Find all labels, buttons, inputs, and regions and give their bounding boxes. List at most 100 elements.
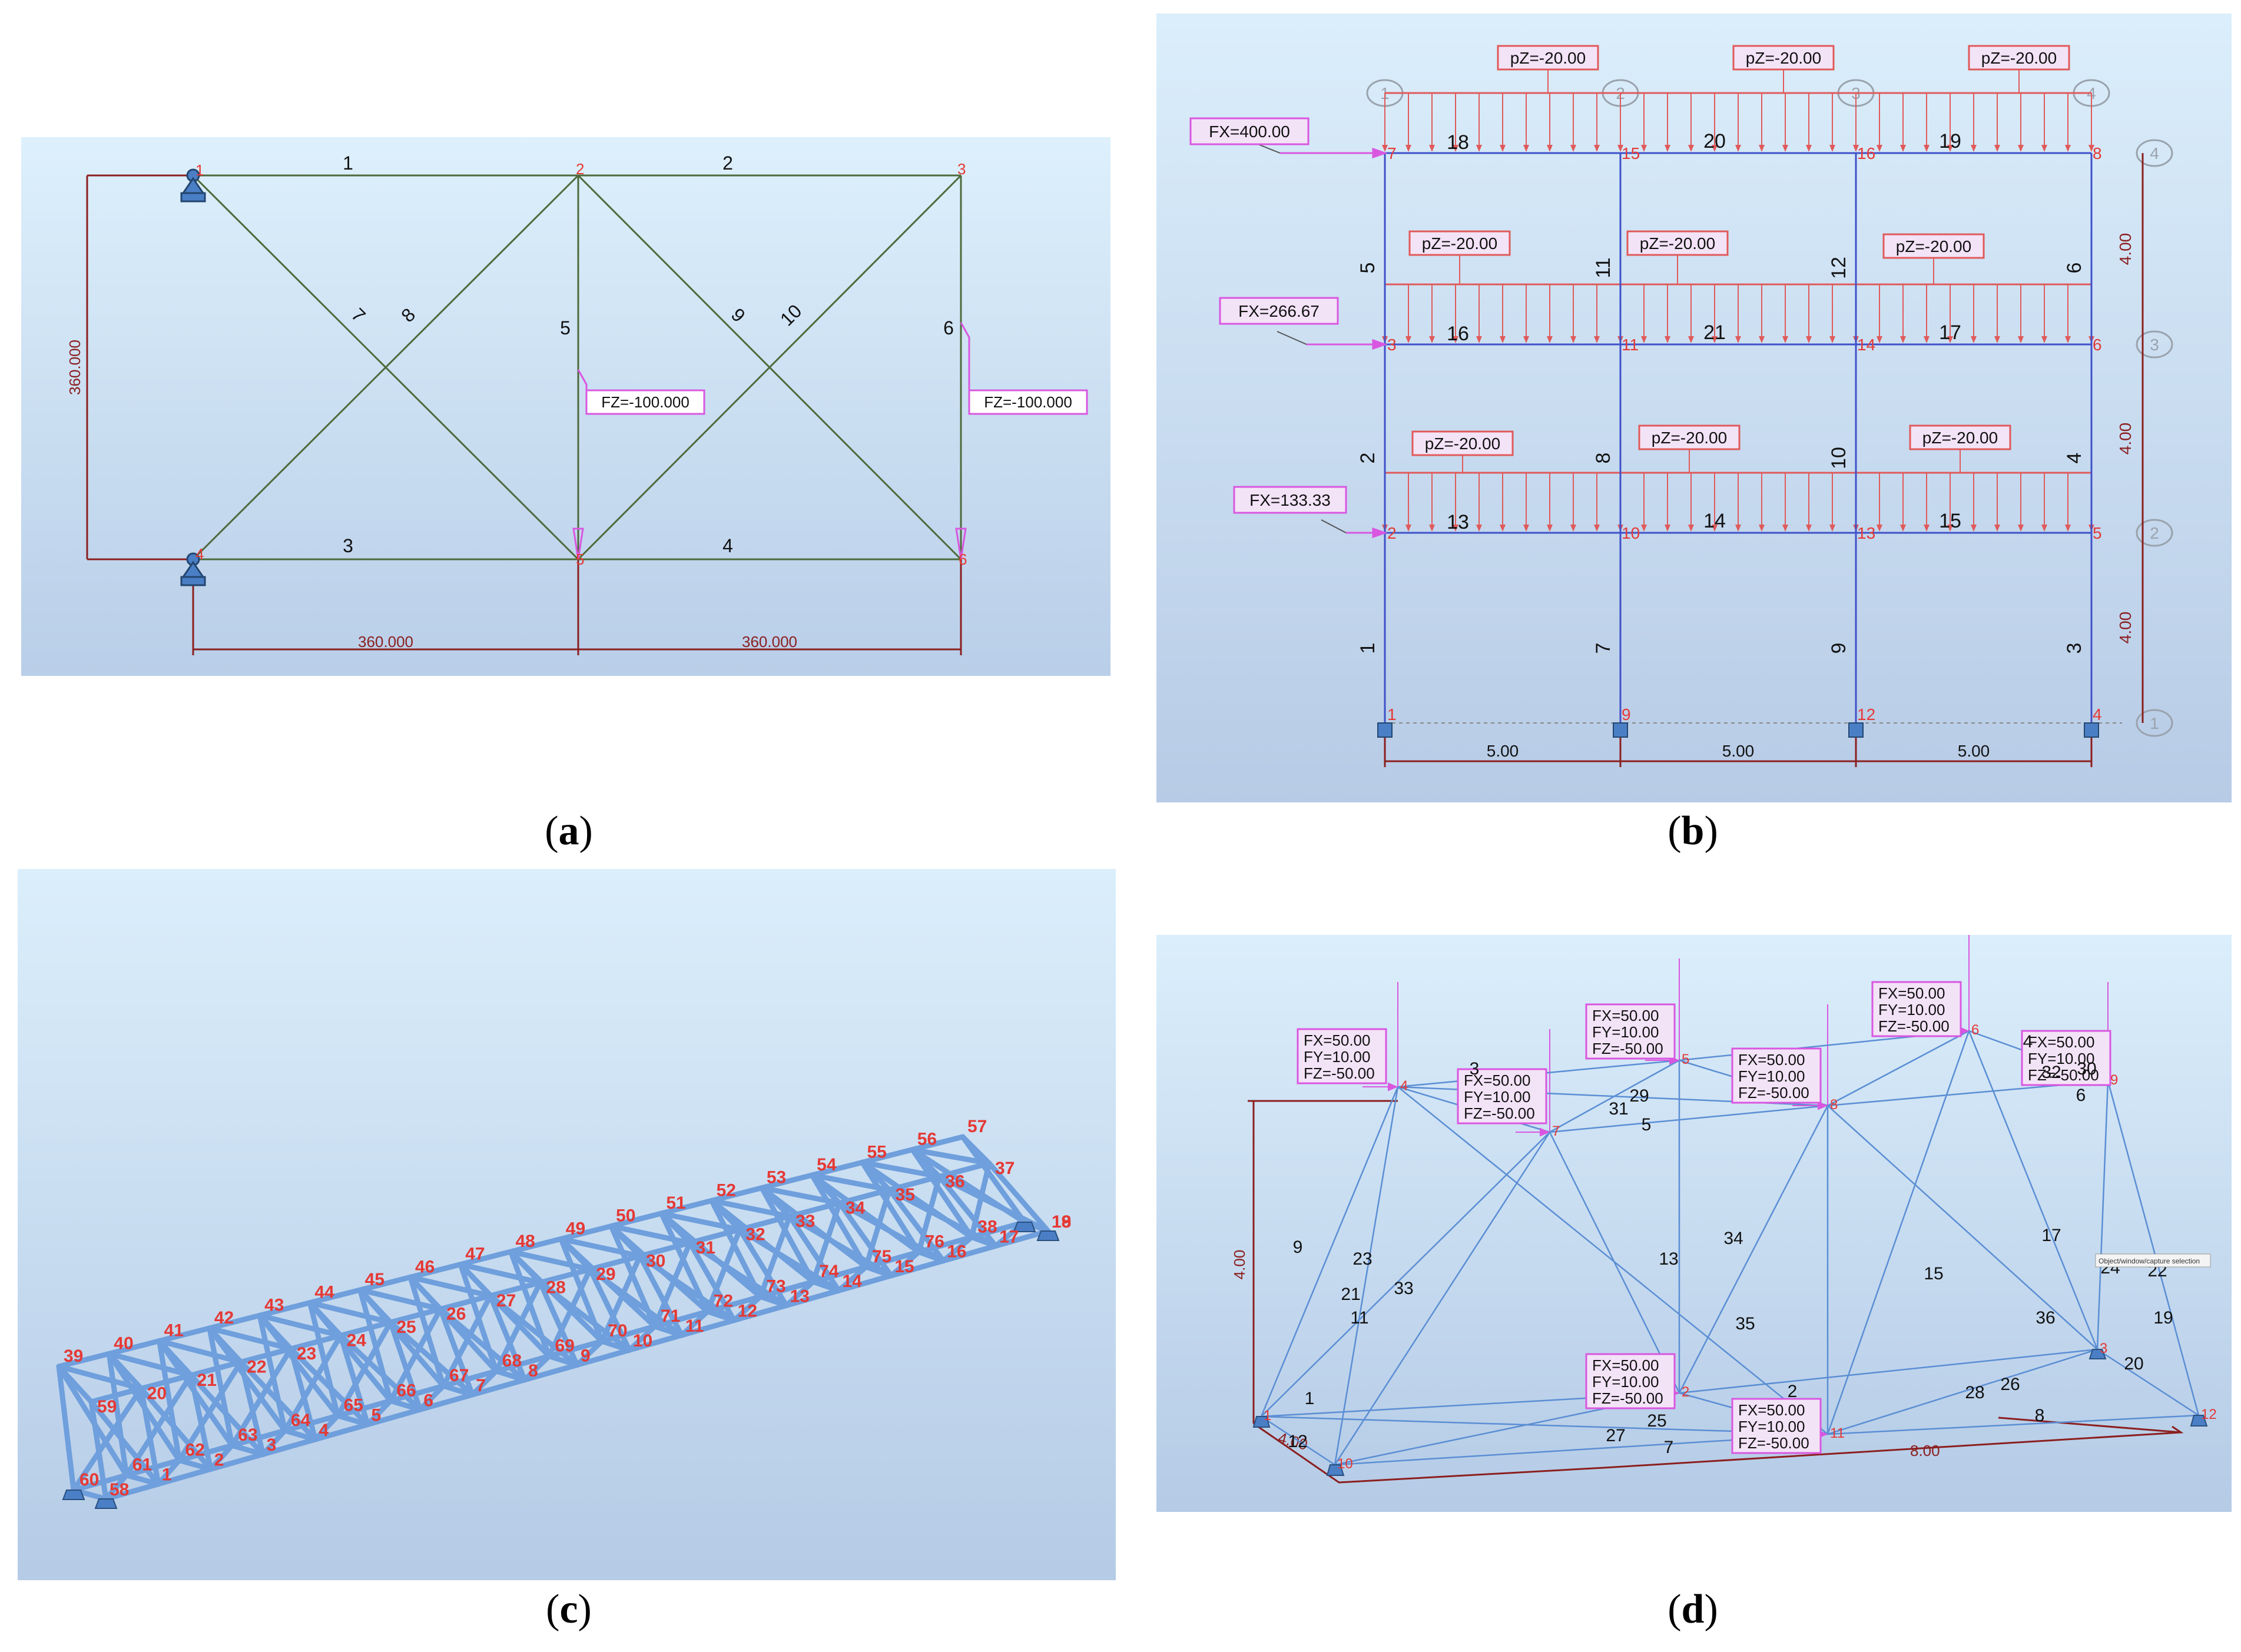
dim-label: 4.00	[2116, 233, 2134, 266]
truss-member	[469, 1377, 528, 1398]
member-label: 19	[1939, 130, 1961, 152]
load-arrowhead	[1405, 525, 1411, 532]
svg-text:FX=50.00: FX=50.00	[1738, 1051, 1805, 1069]
svg-text:FZ=-50.00: FZ=-50.00	[1738, 1084, 1809, 1102]
node-label: 26	[446, 1305, 466, 1324]
dist-load-box: pZ=-20.00	[1408, 230, 1511, 256]
truss-member	[810, 1264, 869, 1285]
member-label: 15	[1939, 510, 1961, 532]
truss-member	[307, 1300, 341, 1419]
member-label: 31	[1609, 1099, 1628, 1119]
truss-member	[910, 1147, 992, 1166]
load-arrowhead	[1476, 336, 1482, 343]
node-label: 20	[147, 1384, 167, 1404]
dist-load-box: pZ=-20.00	[1638, 424, 1741, 450]
support-icon	[2084, 722, 2099, 738]
node-label: 9	[1622, 705, 1631, 724]
frame-member	[1549, 1104, 1828, 1133]
node-label: 74	[819, 1262, 839, 1281]
truss-member	[558, 1236, 643, 1259]
truss-member	[417, 1392, 475, 1412]
truss-member	[522, 1362, 580, 1383]
load-arrowhead	[1641, 525, 1647, 532]
node-label: 45	[365, 1270, 384, 1289]
truss-member	[731, 1302, 790, 1323]
support-icon	[62, 1490, 85, 1500]
member-label: 5	[1642, 1115, 1652, 1134]
dim-span2: 360.000	[742, 633, 797, 651]
truss-member	[307, 1287, 363, 1306]
load-arrowhead	[1476, 525, 1482, 532]
load-arrowhead	[1877, 145, 1882, 152]
support-icon	[1377, 722, 1393, 738]
truss-member	[493, 1280, 543, 1374]
node-label: 32	[745, 1225, 765, 1245]
truss-member	[56, 1364, 77, 1493]
dim-height: 360.000	[66, 340, 84, 395]
truss-member	[307, 1300, 393, 1325]
truss-member	[508, 1249, 593, 1272]
dist-load-box: pZ=-20.00	[1497, 45, 1599, 71]
truss-member	[56, 1364, 130, 1478]
load-arrowhead	[1382, 145, 1388, 152]
truss-member	[658, 1210, 711, 1315]
point-load-box: FX=400.00	[1189, 117, 1310, 145]
member-label: 2	[1788, 1382, 1798, 1401]
frame-member	[2097, 1348, 2199, 1417]
node-label: 4	[195, 545, 204, 563]
truss-member	[940, 1243, 999, 1264]
truss-member	[407, 1274, 446, 1389]
frame-member	[1827, 1414, 2199, 1435]
node-label: 2	[576, 160, 584, 178]
load-arrowhead	[1405, 145, 1411, 152]
load-arrowhead	[1500, 336, 1506, 343]
frame-member	[2107, 1080, 2200, 1416]
frame-member	[1678, 1105, 1829, 1394]
truss-member	[103, 1481, 161, 1502]
member-label: 8	[1592, 453, 1615, 464]
frame-member	[1968, 1030, 2099, 1350]
truss-member	[106, 1338, 163, 1356]
load-arrowhead	[1594, 336, 1600, 343]
node-label: 10	[1337, 1456, 1353, 1472]
svg-text:FY=10.00: FY=10.00	[1592, 1023, 1659, 1041]
svg-text:FX=50.00: FX=50.00	[1464, 1072, 1530, 1089]
load-arrowhead	[1806, 145, 1812, 152]
truss-member	[288, 1333, 344, 1352]
truss-member	[364, 1398, 393, 1428]
load-arrowhead	[1877, 525, 1882, 532]
truss-member	[257, 1312, 341, 1419]
load-arrowhead	[1829, 145, 1835, 152]
svg-text:FY=10.00: FY=10.00	[1738, 1418, 1805, 1435]
truss-member	[357, 1287, 393, 1404]
truss-member	[335, 1413, 370, 1428]
truss-member	[626, 1332, 685, 1353]
dim-label: 5.00	[1722, 742, 1755, 760]
member-label: 1	[1357, 643, 1379, 654]
member-label: 12	[1288, 1432, 1307, 1451]
load-arrowhead	[1523, 145, 1529, 152]
member-label: 35	[1735, 1314, 1755, 1333]
node-label: 58	[110, 1480, 129, 1500]
truss-member	[437, 1293, 493, 1312]
truss-member	[260, 1437, 319, 1457]
grid-label: 2	[2150, 524, 2159, 542]
node-label: 28	[546, 1278, 566, 1298]
load-arrowhead	[2041, 145, 2047, 152]
member-label: 16	[1447, 323, 1469, 345]
frame-member	[1260, 1086, 1399, 1417]
load-arrowhead	[1405, 336, 1411, 343]
node-label: 56	[917, 1130, 937, 1149]
truss-member	[155, 1457, 182, 1487]
node-label: 1	[195, 161, 204, 179]
dim-label: 8.00	[1910, 1442, 1940, 1459]
load-arrowhead	[2088, 145, 2094, 152]
truss-member	[784, 1279, 816, 1308]
truss-member	[508, 1249, 552, 1359]
node-label: 16	[1857, 144, 1875, 162]
truss-member	[863, 1249, 922, 1270]
load-arrowhead	[1759, 336, 1765, 343]
